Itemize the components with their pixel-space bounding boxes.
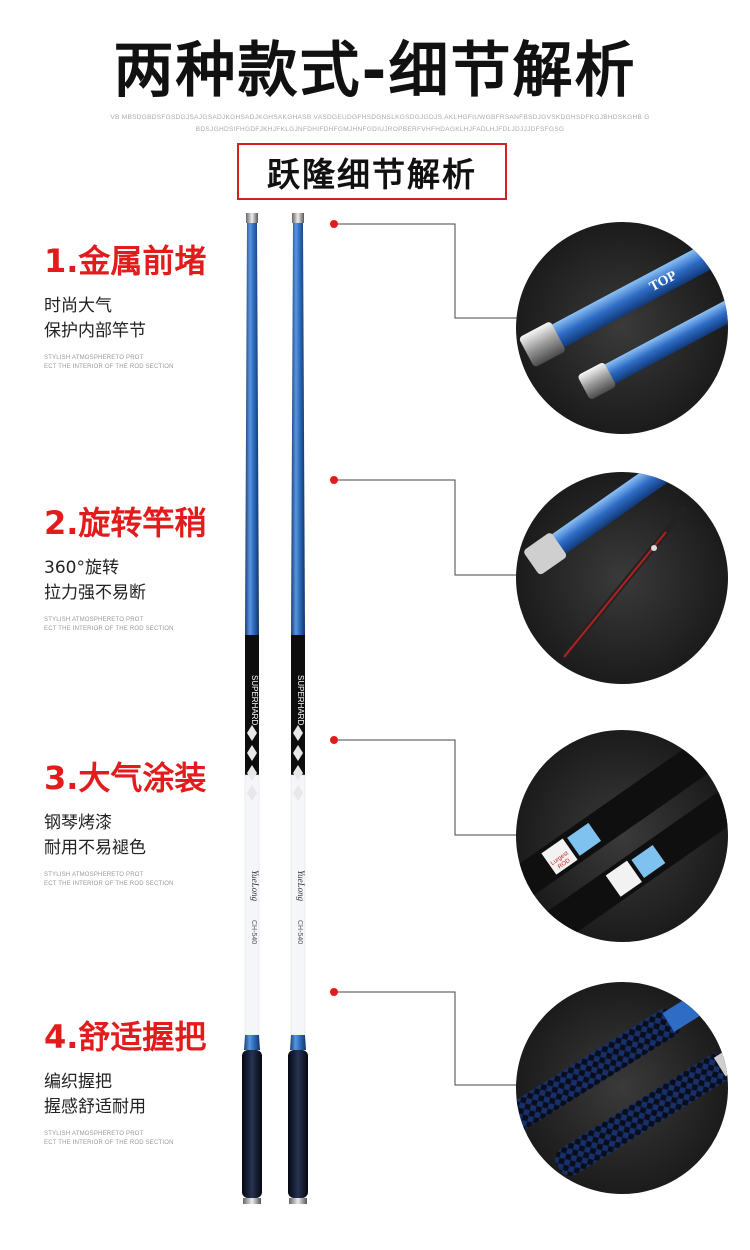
feature-1-english: STYLISH ATMOSPHERETO PROT ECT THE INTERI… (44, 354, 244, 372)
rod-right-decor-section (291, 635, 305, 775)
feature-2-line2: 拉力强不易断 (44, 583, 146, 603)
feature-3: 3.大气涂装 钢琴烤漆 耐用不易褪色 STYLISH ATMOSPHERETO … (44, 753, 244, 889)
rod-left-butt-cap (243, 1198, 261, 1204)
connector-3 (334, 739, 525, 836)
rod-left-upper-section (245, 223, 259, 635)
feature-2-title: 2.旋转竿稍 (44, 504, 207, 542)
feature-1-english-2: ECT THE INTERIOR OF THE ROD SECTION (44, 364, 174, 370)
detail-circle-rotating-tip (516, 472, 728, 684)
connector-2 (334, 479, 525, 576)
connector-dot-3 (330, 736, 338, 744)
detail-circle-grip (516, 982, 728, 1194)
feature-2-desc: 360°旋转 拉力强不易断 (44, 556, 244, 606)
feature-4-english-2: ECT THE INTERIOR OF THE ROD SECTION (44, 1140, 174, 1146)
fishing-rods-illustration: SUPERHARD YueLong CH-540 SUPERHARD YueLo… (242, 213, 308, 1204)
rod-left-collar (244, 1035, 260, 1050)
feature-3-english-2: ECT THE INTERIOR OF THE ROD SECTION (44, 881, 174, 887)
feature-1: 1.金属前堵 时尚大气 保护内部竿节 STYLISH ATMOSPHERETO … (44, 236, 244, 372)
feature-3-english-1: STYLISH ATMOSPHERETO PROT (44, 872, 144, 878)
feature-2: 2.旋转竿稍 360°旋转 拉力强不易断 STYLISH ATMOSPHERET… (44, 498, 244, 634)
feature-1-title: 1.金属前堵 (44, 242, 207, 280)
subtitle-text: 跃隆细节解析 (267, 154, 477, 194)
page-title: 两种款式-细节解析 (113, 36, 637, 106)
detail-circle-coating: Lurgest ROD (516, 730, 728, 942)
rod-right-name: YueLong (296, 870, 306, 902)
rod-left-decor-section (245, 635, 259, 775)
feature-4-desc: 编织握把 握感舒适耐用 (44, 1070, 244, 1120)
feature-2-english-2: ECT THE INTERIOR OF THE ROD SECTION (44, 626, 174, 632)
feature-3-line2: 耐用不易褪色 (44, 838, 146, 858)
feature-2-line1: 360°旋转 (44, 558, 119, 578)
rod-right-brand: SUPERHARD (296, 675, 305, 725)
feature-4: 4.舒适握把 编织握把 握感舒适耐用 STYLISH ATMOSPHERETO … (44, 1012, 244, 1148)
feature-2-english: STYLISH ATMOSPHERETO PROT ECT THE INTERI… (44, 616, 244, 634)
feature-1-english-1: STYLISH ATMOSPHERETO PROT (44, 355, 144, 361)
rod-right-grip (288, 1050, 308, 1198)
connector-dot-2 (330, 476, 338, 484)
rod-left: SUPERHARD YueLong CH-540 (242, 213, 262, 1204)
rod-right-collar (290, 1035, 306, 1050)
feature-3-english: STYLISH ATMOSPHERETO PROT ECT THE INTERI… (44, 871, 244, 889)
feature-1-line1: 时尚大气 (44, 296, 112, 316)
feature-3-line1: 钢琴烤漆 (44, 813, 112, 833)
detail-circle-metal-cap: TOP (516, 222, 728, 434)
feature-3-desc: 钢琴烤漆 耐用不易褪色 (44, 811, 244, 861)
rod-left-model: CH-540 (250, 920, 257, 944)
rod-left-grip (242, 1050, 262, 1198)
rod-right-model: CH-540 (296, 920, 303, 944)
connector-1 (334, 223, 525, 319)
feature-4-line1: 编织握把 (44, 1072, 112, 1092)
decorative-letter-strip: VB MBSDGBDSFGSDGJSAJGSADJKGHSADJKGHSAKGH… (110, 114, 650, 133)
subtitle-box: 跃隆细节解析 (237, 143, 507, 200)
feature-2-english-1: STYLISH ATMOSPHERETO PROT (44, 617, 144, 623)
feature-1-line2: 保护内部竿节 (44, 321, 146, 341)
feature-4-line2: 握感舒适耐用 (44, 1097, 146, 1117)
rod-left-end-cap (246, 213, 258, 223)
rod-right-upper-section (291, 223, 305, 635)
rod-left-name: YueLong (250, 870, 260, 902)
connector-dot-4 (330, 988, 338, 996)
feature-4-english-1: STYLISH ATMOSPHERETO PROT (44, 1131, 144, 1137)
connector-dot-1 (330, 220, 338, 228)
feature-4-title: 4.舒适握把 (44, 1018, 207, 1056)
rod-right-end-cap (292, 213, 304, 223)
rod-left-brand: SUPERHARD (250, 675, 259, 725)
connector-4 (334, 991, 525, 1086)
feature-4-english: STYLISH ATMOSPHERETO PROT ECT THE INTERI… (44, 1130, 244, 1148)
rod-right-butt-cap (289, 1198, 307, 1204)
rod-right: SUPERHARD YueLong CH-540 (288, 213, 308, 1204)
rod-diamond-pattern (247, 725, 303, 801)
feature-3-title: 3.大气涂装 (44, 759, 207, 797)
feature-1-desc: 时尚大气 保护内部竿节 (44, 294, 244, 344)
